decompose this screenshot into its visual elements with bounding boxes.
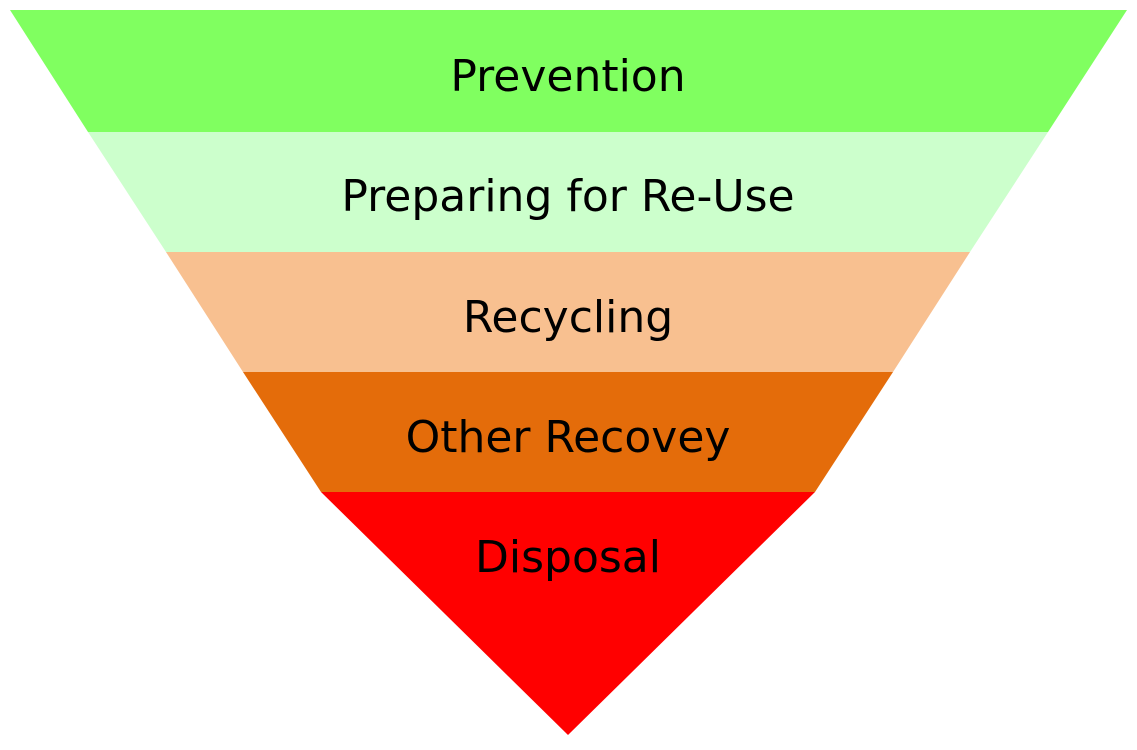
tier-label-disposal: Disposal: [475, 532, 661, 583]
tier-prevention: [10, 10, 1127, 132]
tier-disposal: [321, 492, 815, 735]
tier-recycling: [166, 252, 970, 372]
tier-label-other-recovery: Other Recovey: [406, 412, 731, 463]
tier-label-preparing-for-reuse: Preparing for Re-Use: [341, 171, 794, 222]
tier-label-prevention: Prevention: [450, 51, 685, 102]
tier-preparing-for-reuse: [88, 132, 1048, 252]
tier-label-recycling: Recycling: [463, 292, 673, 343]
tier-other-recovery: [243, 372, 893, 492]
